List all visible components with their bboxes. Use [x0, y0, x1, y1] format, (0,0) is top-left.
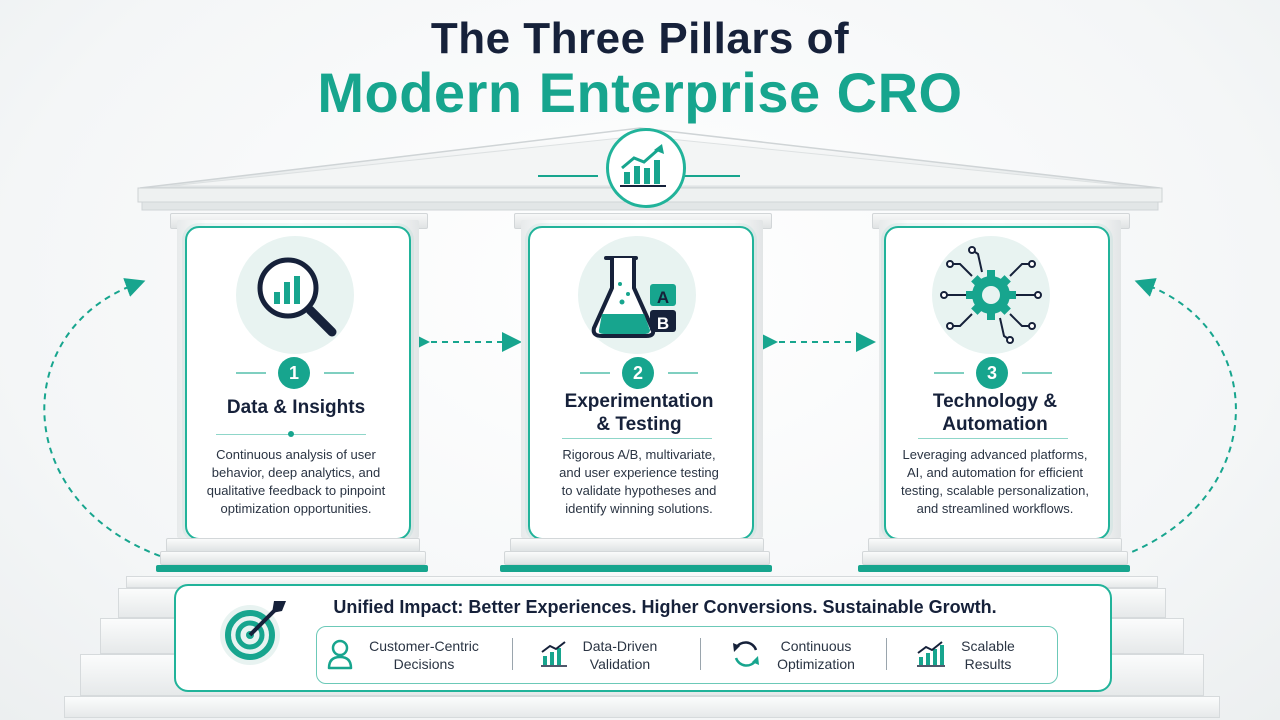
pillar-1-title: Data & Insights [186, 396, 406, 419]
stair-4 [64, 696, 1220, 718]
pillar-2-desc-line: identify winning solutions. [565, 501, 713, 516]
pillar-2-title: Experimentation & Testing [529, 390, 749, 436]
title-line-2: Modern Enterprise CRO [317, 61, 963, 124]
pillar-1-title-line: Data & Insights [226, 397, 366, 418]
roof-medallion [606, 128, 686, 208]
pillar-3-base-top [868, 538, 1122, 552]
pillar-3-separator [918, 438, 1068, 439]
pillar-3-desc-line: testing, scalable personalization, [901, 483, 1089, 498]
growth-chart-icon [620, 144, 666, 187]
gear-circuit-icon [940, 246, 1042, 344]
pillar-2-base-top [510, 538, 764, 552]
pillar-2-title-line: Experimentation [564, 391, 714, 412]
feature-label: Data-Driven Validation [550, 637, 690, 673]
pillar-3-desc-line: AI, and automation for efficient [906, 465, 1084, 480]
feature-line: Scalable [961, 638, 1015, 654]
pillar-3-num-line-left [934, 372, 964, 374]
pillar-3-title: Technology & Automation [885, 390, 1105, 436]
pillar-2-separator [562, 438, 712, 439]
pillar-1-num-line-left [236, 372, 266, 374]
pillar-3-title-line: Technology & [932, 391, 1058, 412]
pillar-1-desc-line: behavior, deep analytics, and [211, 465, 381, 480]
pillar-1-icon-bg [236, 236, 354, 354]
pillar-2-desc-line: to validate hypotheses and [561, 483, 717, 498]
user-icon [326, 638, 354, 670]
pillar-3-desc-line: Leveraging advanced platforms, [902, 447, 1088, 462]
feature-line: Optimization [777, 656, 855, 672]
pillar-2-base-bottom [504, 551, 770, 565]
feature-divider [700, 638, 701, 670]
pillar-2-desc-line: and user experience testing [559, 465, 719, 480]
pillar-2-number: 2 [622, 357, 654, 389]
feature-divider [512, 638, 513, 670]
feature-line: Results [964, 656, 1012, 672]
feature-line: Continuous [780, 638, 852, 654]
pillar-3-title-line: Automation [942, 414, 1048, 435]
feature-label: Customer-Centric Decisions [354, 637, 494, 673]
pillar-2-title-line: & Testing [596, 414, 682, 435]
pillar-3-number: 3 [976, 357, 1008, 389]
pillar-1-number: 1 [278, 357, 310, 389]
pillar-1-base-strip [156, 565, 428, 572]
feature-label: Continuous Optimization [746, 637, 886, 673]
pillar-3-desc-line: and streamlined workflows. [916, 501, 1074, 516]
pillar-2-num-line-left [580, 372, 610, 374]
pillar-3-base-strip [858, 565, 1130, 572]
pillar-1-desc-line: optimization opportunities. [220, 501, 372, 516]
feature-label: Scalable Results [918, 637, 1058, 673]
pillar-2-icon-bg: A B [578, 236, 696, 354]
flask-letter-a: A [656, 288, 670, 307]
flask-letter-b: B [656, 314, 670, 333]
pillar-1-description: Continuous analysis of user behavior, de… [196, 446, 396, 518]
growth-chart-icon [916, 640, 946, 668]
pillar-2-desc-line: Rigorous A/B, multivariate, [562, 447, 716, 462]
feature-divider [886, 638, 887, 670]
target-arrow-icon [216, 597, 288, 669]
cycle-icon [730, 638, 762, 670]
pillar-3-description: Leveraging advanced platforms, AI, and a… [895, 446, 1095, 518]
pillar-2-num-line-right [668, 372, 698, 374]
feature-line: Customer-Centric [369, 638, 479, 654]
title-line-1: The Three Pillars of [430, 14, 850, 63]
pillar-1-desc-line: qualitative feedback to pinpoint [206, 483, 386, 498]
pillar-3-base-bottom [862, 551, 1128, 565]
pillar-1-base-top [166, 538, 420, 552]
feature-line: Validation [589, 656, 651, 672]
pillar-2-base-strip [500, 565, 772, 572]
pillar-2-description: Rigorous A/B, multivariate, and user exp… [539, 446, 739, 518]
bar-chart-icon [540, 640, 568, 668]
impact-title: Unified Impact: Better Experiences. High… [333, 597, 997, 617]
pillar-3-num-line-right [1022, 372, 1052, 374]
pillar-1-num-line-right [324, 372, 354, 374]
magnifier-chart-icon [257, 257, 337, 337]
flask-ab-icon [591, 256, 676, 338]
pillar-1-separator-dot [288, 431, 294, 437]
feature-line: Decisions [393, 656, 455, 672]
feature-line: Data-Driven [582, 638, 658, 654]
pillar-3-icon-bg [932, 236, 1050, 354]
pillar-1-base-bottom [160, 551, 426, 565]
pillar-1-desc-line: Continuous analysis of user [216, 447, 376, 462]
